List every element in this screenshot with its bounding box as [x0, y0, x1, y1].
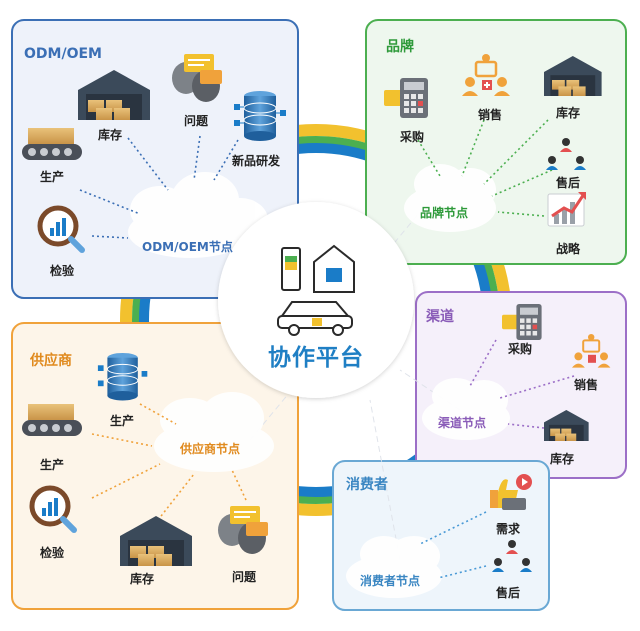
brand-node-label: 品牌节点 — [420, 206, 469, 220]
consumer-node-cloud — [346, 536, 442, 598]
channel-node-label: 渠道节点 — [438, 416, 487, 430]
brand-node-cloud — [404, 164, 496, 232]
channel-purchase-label: 采购 — [508, 342, 533, 356]
after-sales-people-icon — [492, 540, 532, 572]
question-heads-icon — [172, 54, 222, 102]
sales-people-icon — [572, 334, 611, 368]
platform-icon — [277, 244, 355, 336]
channel-node-cloud — [422, 378, 510, 440]
odm-node-cloud — [128, 172, 268, 258]
consumer-node-label: 消费者节点 — [360, 574, 421, 588]
consumer-demand-label: 需求 — [496, 522, 521, 536]
consumer-panel-title: 消费者 — [346, 477, 388, 493]
calculator-icon — [384, 78, 428, 118]
conveyor-icon — [22, 128, 82, 160]
supplier-panel-title: 供应商 — [30, 353, 72, 369]
center-platform — [218, 202, 414, 398]
sales-people-icon — [462, 54, 510, 96]
odm-inspection-label: 检验 — [50, 264, 75, 278]
odm-rnd-label: 新品研发 — [232, 154, 281, 168]
odm-arrows — [79, 135, 239, 239]
brand-inventory-label: 库存 — [556, 106, 581, 120]
magnifier-chart-icon — [29, 485, 77, 533]
odm-node-label: ODM/OEM节点 — [142, 240, 233, 254]
supplier-inspection-label: 检验 — [40, 546, 65, 560]
supplier-inventory-label: 库存 — [130, 572, 155, 586]
odm-production-label: 生产 — [40, 170, 65, 184]
supplier-issue-label: 问题 — [232, 570, 257, 584]
channel-inventory-label: 库存 — [550, 452, 575, 466]
after-sales-people-icon — [546, 138, 586, 170]
brand-sales-label: 销售 — [478, 108, 503, 122]
warehouse-icon — [544, 410, 589, 441]
supplier-production-db-label: 生产 — [110, 414, 135, 428]
brand-arrows — [417, 119, 553, 217]
warehouse-icon — [544, 56, 602, 96]
channel-sales-label: 销售 — [574, 378, 599, 392]
brand-panel-title: 品牌 — [386, 39, 414, 55]
channel-panel-title: 渠道 — [426, 309, 454, 325]
consumer-after-sales-label: 售后 — [496, 586, 521, 600]
strategy-chart-icon — [547, 192, 586, 227]
demand-feedback-icon — [490, 474, 532, 510]
consumer-arrows — [419, 511, 487, 579]
brand-purchase-label: 采购 — [400, 130, 425, 144]
warehouse-icon — [120, 516, 192, 566]
supplier-node-label: 供应商节点 — [180, 442, 241, 456]
channel-arrows — [469, 339, 575, 429]
database-icon — [97, 352, 148, 401]
odm-inventory-label: 库存 — [98, 128, 123, 142]
question-heads-icon — [218, 506, 268, 554]
magnifier-chart-icon — [37, 205, 85, 253]
odm-panel-title: ODM/OEM — [24, 46, 102, 62]
supplier-production-label: 生产 — [40, 458, 65, 472]
supplier-arrows — [91, 403, 247, 521]
brand-after-sales-label: 售后 — [556, 176, 581, 190]
warehouse-icon — [78, 70, 150, 120]
odm-issue-label: 问题 — [184, 114, 209, 128]
database-icon — [234, 91, 286, 141]
conveyor-icon — [22, 404, 82, 436]
calculator-icon — [502, 304, 542, 340]
brand-strategy-label: 战略 — [556, 242, 581, 256]
supplier-node-cloud — [154, 392, 274, 472]
platform-title: 协作平台 — [268, 345, 364, 371]
